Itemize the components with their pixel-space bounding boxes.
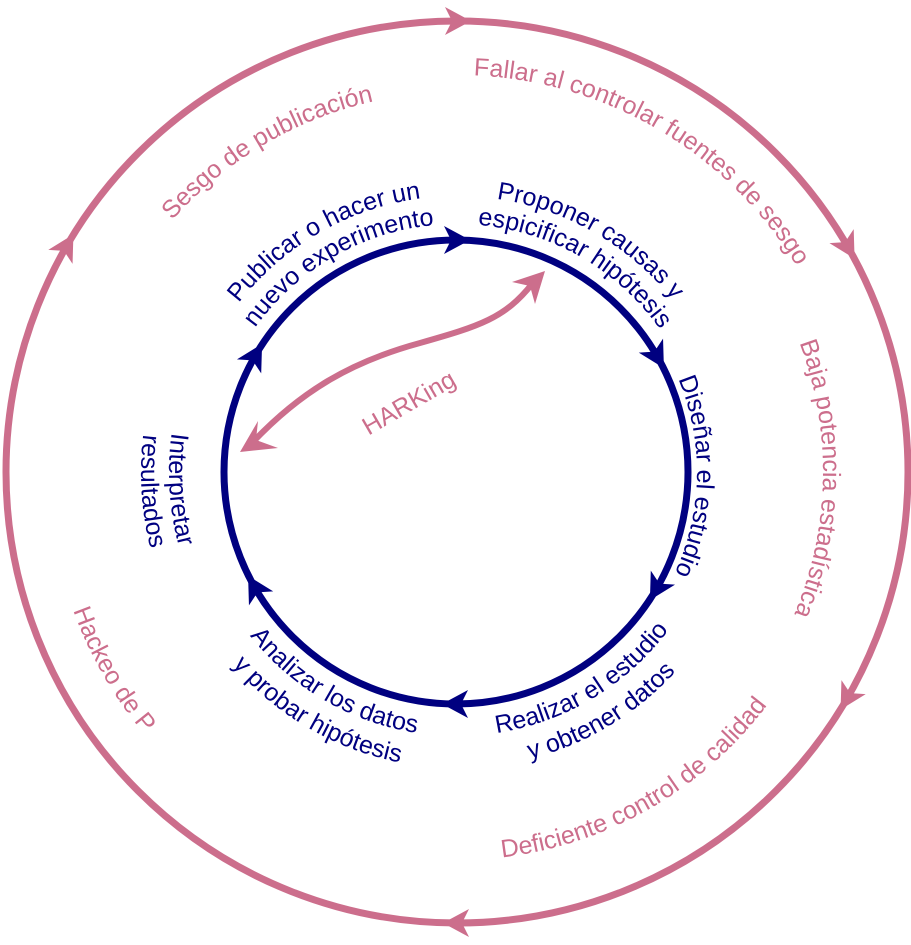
outer-cycle-arrow-icon [48,234,74,264]
threat-baja: Baja potencia estadística [789,335,845,622]
outer-cycle-arrow-icon [445,7,471,35]
harking-label: HARKing [357,365,460,441]
inner-cycle-ring [220,236,692,708]
harking-arrowhead-right-icon [512,271,545,304]
inner-cycle-arrow-icon [638,338,664,369]
outer-cycle-arrow-icon [840,680,866,710]
inner-cycle-arrow-icon [236,343,263,374]
outer-cycle-arrow-icon [829,229,855,259]
outer-cycle-arrow-icon [443,909,469,937]
threat-baja-text: Baja potencia estadística [789,335,845,622]
inner-cycle-arrow-icon [444,226,470,254]
inner-cycle-arrow-icon [248,575,274,606]
harking-arrowhead-left-icon [240,421,278,452]
inner-cycle-arrow-icon [442,690,468,718]
inner-cycle-arrow-icon [649,570,676,601]
harking-double-arrow [249,282,535,446]
